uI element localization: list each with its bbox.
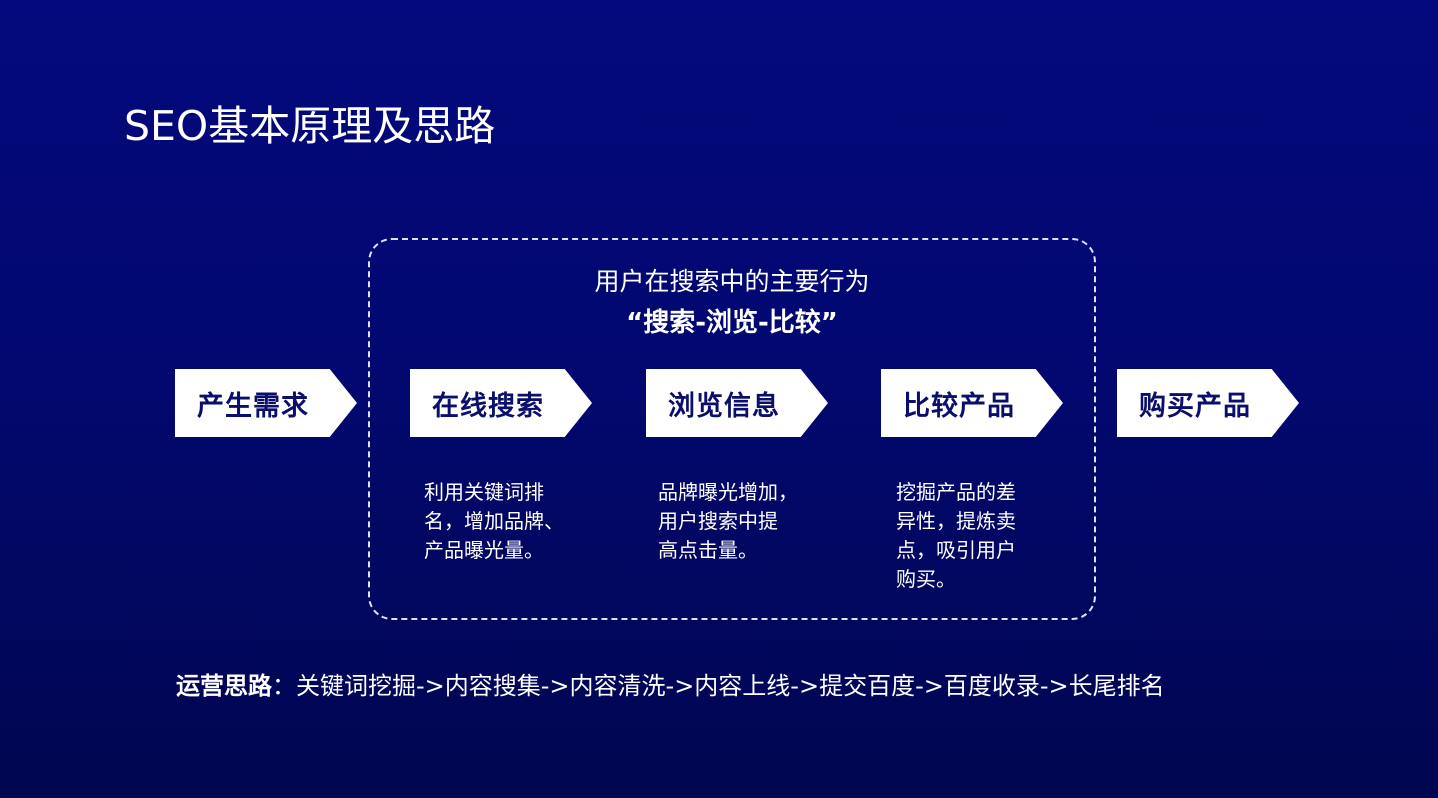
desc-line: 利用关键词排 (424, 480, 544, 504)
step-online-search: 在线搜索 (410, 369, 592, 437)
ops-text: 关键词挖掘->内容搜集->内容清洗->内容上线->提交百度->百度收录->长尾排… (296, 672, 1165, 700)
desc-compare-products: 挖掘产品的差 异性，提炼卖 点，吸引用户 购买。 (896, 478, 1056, 594)
desc-line: 产品曝光量。 (424, 538, 544, 562)
desc-line: 挖掘产品的差 (896, 480, 1016, 504)
step-compare-products: 比较产品 (881, 369, 1063, 437)
slide-title: SEO基本原理及思路 (124, 102, 496, 150)
step-buy-product: 购买产品 (1117, 369, 1299, 437)
step-browse-info: 浏览信息 (646, 369, 828, 437)
ops-label: 运营思路 (176, 672, 272, 700)
step-generate-demand: 产生需求 (175, 369, 357, 437)
desc-online-search: 利用关键词排 名，增加品牌、 产品曝光量。 (424, 478, 584, 565)
group-subtitle: “搜索-浏览-比较” (626, 308, 838, 338)
desc-line: 异性，提炼卖 (896, 509, 1016, 533)
desc-line: 购买。 (896, 567, 956, 591)
user-behavior-group (368, 238, 1096, 620)
operations-approach: 运营思路：关键词挖掘->内容搜集->内容清洗->内容上线->提交百度->百度收录… (176, 666, 1165, 701)
group-title: 用户在搜索中的主要行为 (594, 267, 870, 296)
desc-line: 高点击量。 (658, 538, 758, 562)
desc-line: 用户搜索中提 (658, 509, 778, 533)
ops-separator: ： (272, 672, 296, 700)
desc-line: 点，吸引用户 (896, 538, 1016, 562)
desc-browse-info: 品牌曝光增加， 用户搜索中提 高点击量。 (658, 478, 818, 565)
desc-line: 品牌曝光增加， (658, 480, 798, 504)
desc-line: 名，增加品牌、 (424, 509, 564, 533)
